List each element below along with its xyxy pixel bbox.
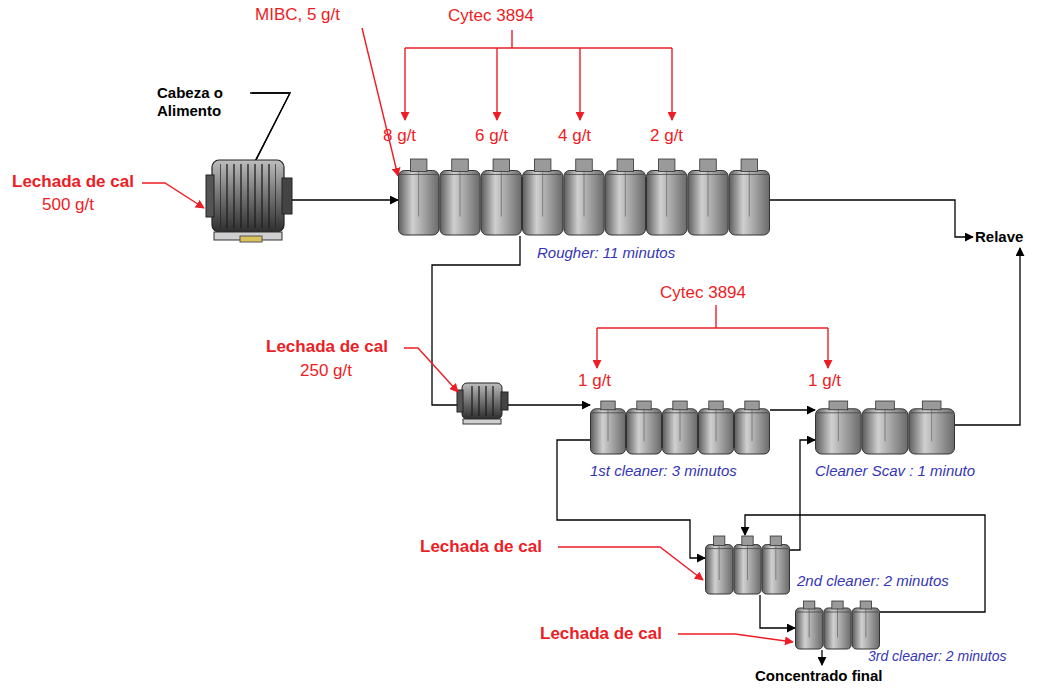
stage-label: Cleaner Scav : 1 minuto xyxy=(815,462,975,479)
stream-label: Relave xyxy=(973,226,1025,248)
pulp-stream xyxy=(955,248,1020,425)
reagent-label: MIBC, 5 g/t xyxy=(255,6,340,25)
reagent-label: Lechada de cal xyxy=(266,338,388,357)
reagent-lines xyxy=(142,28,828,642)
flotation-cells xyxy=(705,535,790,595)
stream-name: Cabeza o Alimento xyxy=(157,84,248,120)
reagent-label: 4 g/t xyxy=(558,127,591,146)
ball-mill xyxy=(206,160,292,242)
flotation-bank: 2nd cleaner: 2 minutos xyxy=(705,535,790,595)
flotation-cells xyxy=(590,400,770,455)
stream-label: Concentrado final xyxy=(753,665,885,687)
pulp-stream xyxy=(790,440,815,550)
pulp-stream xyxy=(770,409,815,410)
reagent-label: Cytec 3894 xyxy=(660,284,746,303)
stream-name: Concentrado final xyxy=(755,667,883,685)
reagent-label: 1 g/t xyxy=(578,372,611,391)
reagent-label: Lechada de cal xyxy=(540,625,662,644)
pulp-stream xyxy=(745,515,985,612)
reagent-label: Cytec 3894 xyxy=(448,7,534,26)
pulp-stream xyxy=(432,236,590,405)
pulp-stream xyxy=(821,650,822,665)
pulp-stream xyxy=(760,595,795,628)
regrind-mill xyxy=(457,383,508,424)
reagent-label: 1 g/t xyxy=(808,372,841,391)
flotation-cells xyxy=(795,600,880,650)
stage-label: 2nd cleaner: 2 minutos xyxy=(797,572,949,589)
pulp-stream xyxy=(770,200,973,237)
stage-label: 3rd cleaner: 2 minutos xyxy=(868,648,1007,664)
reagent-label: Lechada de cal xyxy=(12,173,134,192)
reagent-label: 500 g/t xyxy=(42,196,94,215)
flotation-cells xyxy=(815,400,955,455)
reagent-label: 250 g/t xyxy=(300,362,352,381)
pulp-stream xyxy=(557,440,705,558)
flotation-bank: 3rd cleaner: 2 minutos xyxy=(795,600,880,650)
reagent-label: Lechada de cal xyxy=(420,538,542,557)
flotation-cells xyxy=(398,158,770,236)
flotation-bank: Cleaner Scav : 1 minuto xyxy=(815,400,955,455)
flotation-bank: Rougher: 11 minutos xyxy=(398,158,770,236)
flotation-bank: 1st cleaner: 3 minutos xyxy=(590,400,770,455)
stream-name: Relave xyxy=(975,228,1023,246)
stage-label: 1st cleaner: 3 minutos xyxy=(590,462,737,479)
stage-label: Rougher: 11 minutos xyxy=(537,244,675,261)
reagent-label: 6 g/t xyxy=(475,127,508,146)
reagent-label: 2 g/t xyxy=(650,127,683,146)
reagent-label: 8 g/t xyxy=(383,127,416,146)
stream-label: Cabeza o Alimento xyxy=(155,82,250,122)
